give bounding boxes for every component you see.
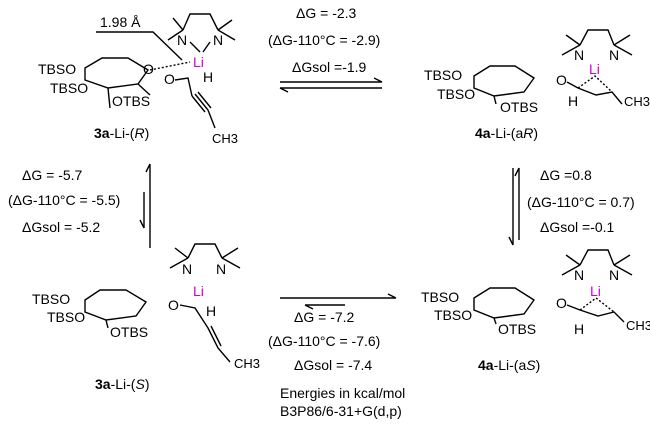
methyl-label: CH3 [626, 318, 650, 333]
tbso-label-2: TBSO [50, 80, 88, 96]
tmeda-n2: N [213, 32, 223, 48]
equilibrium-arrow-bottom [280, 293, 397, 310]
lithium-atom: Li [589, 61, 600, 77]
anomeric-oxygen: O [556, 72, 567, 88]
methyl-label: CH3 [624, 94, 650, 109]
tmeda-n2: N [609, 47, 619, 63]
equilibrium-arrow-top [279, 77, 383, 93]
tbso-label-1: TBSO [32, 291, 70, 307]
otbs-label: OTBS [498, 321, 536, 337]
equilibrium-arrow-right [508, 167, 520, 246]
tmeda-n1: N [177, 32, 187, 48]
hydrogen-label: H [574, 321, 584, 337]
anomeric-oxygen: O [168, 297, 179, 313]
delta-g-110-value: (ΔG-110°C = 0.7) [527, 194, 635, 210]
distance-label: 1.98 Å [100, 14, 141, 30]
delta-g-value: ΔG =0.8 [540, 167, 592, 183]
compound-name-4a-ar: 4a-Li-(aR) [475, 125, 538, 141]
otbs-label: OTBS [110, 324, 148, 340]
lithium-atom: Li [590, 283, 601, 299]
tbso-label-2: TBSO [434, 307, 472, 323]
ring-oxygen: O [143, 61, 154, 77]
otbs-label: OTBS [112, 93, 150, 109]
delta-g-sol-value: ΔGsol = -7.4 [294, 357, 372, 373]
tbso-label-1: TBSO [424, 67, 462, 83]
tbso-label-2: TBSO [437, 86, 475, 102]
method-note: B3P86/6-31+G(d,p) [280, 403, 402, 419]
hydrogen-label: H [203, 69, 213, 85]
anomeric-oxygen: O [556, 295, 567, 311]
delta-g-110-value: (ΔG-110°C = -7.6) [268, 333, 380, 349]
delta-g-sol-value: ΔGsol =-1.9 [292, 59, 367, 75]
tbso-label-2: TBSO [47, 309, 85, 325]
structure-3a-li-r: N N Li 1.98 Å O O H CH3 TBSO TBSO OTBS 3… [38, 13, 238, 146]
delta-g-value: ΔG = -7.2 [294, 309, 355, 325]
hydrogen-label: H [568, 93, 578, 109]
compound-name-4a-as: 4a-Li-(aS) [478, 357, 540, 373]
energies-bottom: ΔG = -7.2 (ΔG-110°C = -7.6) ΔGsol = -7.4 [268, 309, 380, 373]
delta-g-110-value: (ΔG-110°C = -5.5) [8, 192, 120, 208]
tbso-label-1: TBSO [421, 289, 459, 305]
methyl-label: CH3 [234, 356, 260, 371]
equilibrium-arrow-left [139, 163, 151, 248]
energy-units-note: Energies in kcal/mol [280, 385, 405, 401]
tbso-label-1: TBSO [38, 61, 76, 77]
anomeric-oxygen: O [164, 71, 175, 87]
tmeda-n1: N [574, 267, 584, 283]
delta-g-110-value: (ΔG-110°C = -2.9) [268, 32, 380, 48]
delta-g-value: ΔG = -5.7 [22, 167, 83, 183]
methyl-label: CH3 [212, 131, 238, 146]
delta-g-sol-value: ΔGsol = -5.2 [22, 219, 100, 235]
structure-4a-li-as: N N Li O H CH3 TBSO TBSO OTBS 4a-Li-(aS) [421, 249, 650, 373]
tmeda-n1: N [574, 47, 584, 63]
compound-name-3a-r: 3a-Li-(R) [94, 125, 149, 141]
compound-name-3a-s: 3a-Li-(S) [95, 376, 149, 392]
energies-left: ΔG = -5.7 (ΔG-110°C = -5.5) ΔGsol = -5.2 [8, 167, 120, 235]
tmeda-n2: N [609, 267, 619, 283]
delta-g-sol-value: ΔGsol =-0.1 [540, 219, 615, 235]
tmeda-n1: N [182, 261, 192, 277]
lithium-atom: Li [193, 54, 204, 70]
structure-3a-li-s: N N Li O H CH3 TBSO TBSO OTBS 3a-Li-(S) [32, 243, 260, 392]
structure-4a-li-ar: N N Li O H CH3 TBSO TBSO OTBS 4a-Li-(aR) [424, 29, 650, 141]
delta-g-value: ΔG = -2.3 [296, 5, 357, 21]
hydrogen-label: H [206, 303, 216, 319]
energies-top: ΔG = -2.3 (ΔG-110°C = -2.9) ΔGsol =-1.9 [268, 5, 380, 75]
lithium-atom: Li [193, 283, 204, 299]
otbs-label: OTBS [500, 99, 538, 115]
energies-right: ΔG =0.8 (ΔG-110°C = 0.7) ΔGsol =-0.1 [527, 167, 635, 235]
tmeda-n2: N [216, 261, 226, 277]
